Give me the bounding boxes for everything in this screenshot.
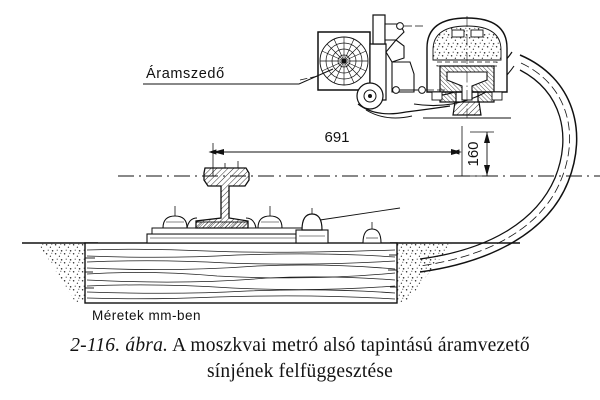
caption-line-2: sínjének felfüggesztése (207, 360, 393, 382)
dimension-160: 160 (465, 131, 494, 177)
insulator-small-left (295, 208, 329, 244)
wooden-sleeper (84, 242, 398, 304)
insulator-cap (423, 16, 511, 119)
dimension-691-value: 691 (324, 129, 349, 146)
caption-text-1: A moszkvai metró alsó tapintású áramveze… (168, 335, 530, 356)
dimension-160-value: 160 (465, 141, 482, 166)
figure-caption: 2-116. ábra. A moszkvai metró alsó tapin… (0, 333, 600, 384)
figure-number: 2-116. ábra. (70, 335, 169, 356)
linkage-arm (299, 14, 451, 119)
running-rail (195, 161, 250, 229)
dimension-691: 691 (208, 126, 463, 176)
insulator-tie-line (319, 207, 401, 221)
insulator-small-right (362, 222, 382, 244)
spring-housing (317, 31, 371, 91)
units-note-label: Méretek mm-ben (92, 308, 201, 323)
caption-line-1: 2-116. ábra. A moszkvai metró alsó tapin… (0, 333, 600, 359)
collector-annotation: Áramszedő (143, 65, 334, 85)
collector-label: Áramszedő (146, 65, 225, 82)
